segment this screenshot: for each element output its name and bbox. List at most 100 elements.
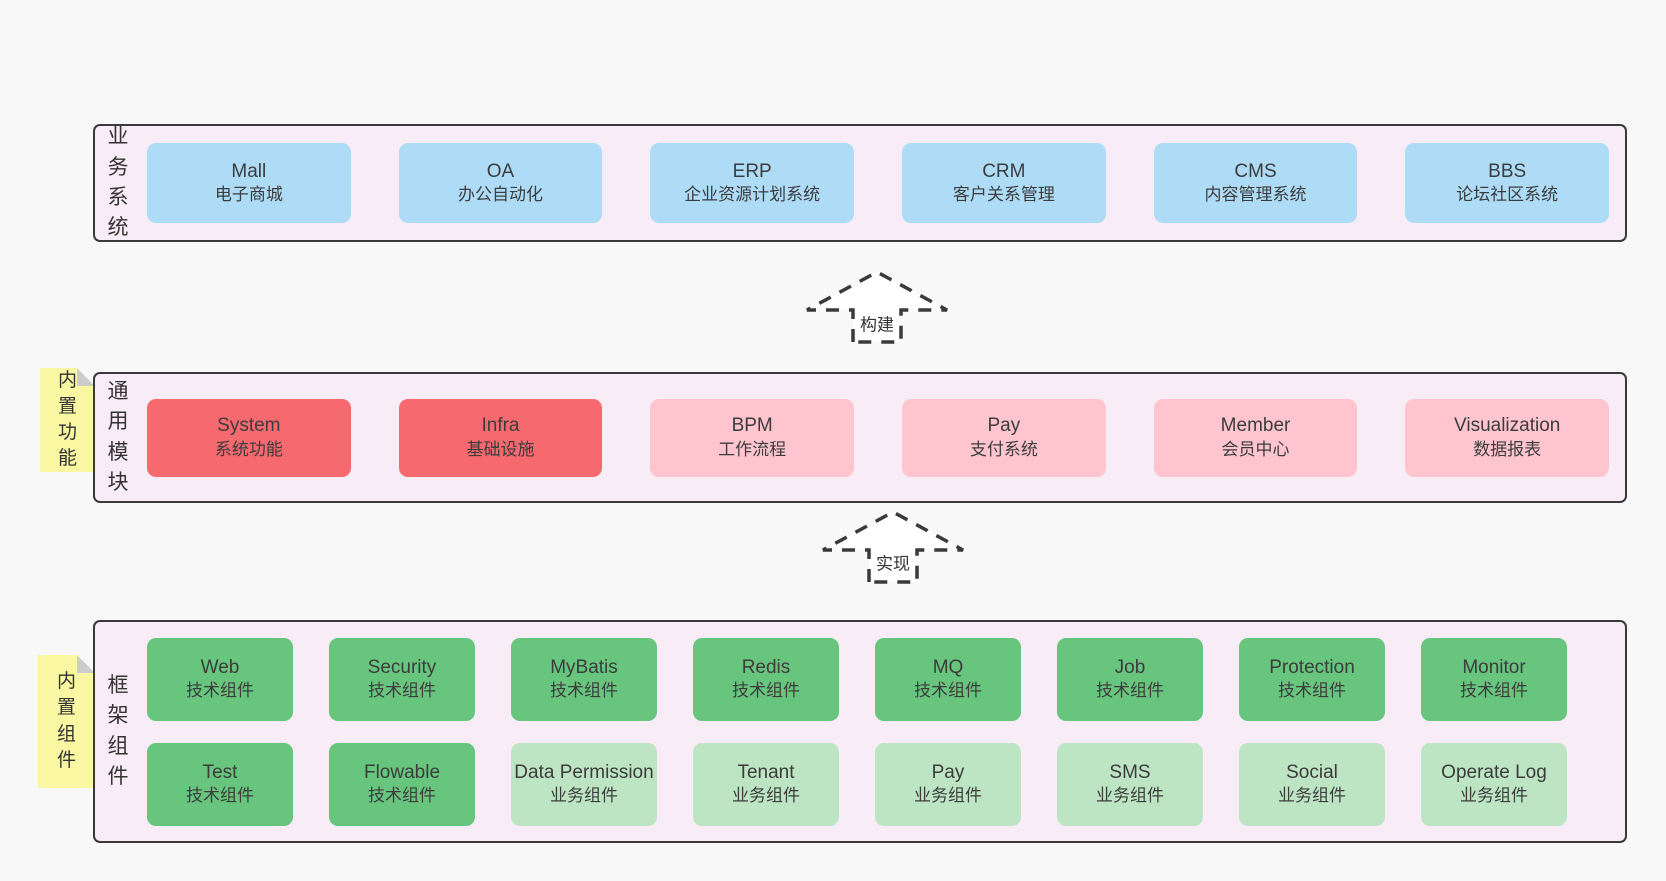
box-tenant: Tenant 业务组件 — [693, 742, 839, 826]
box-subtitle: 电子商城 — [214, 185, 283, 205]
band-label-text: 通用模块 — [107, 379, 129, 494]
sticky-note-built-in-functions: 内置功能 — [40, 368, 95, 472]
box-subtitle: 内容管理系统 — [1204, 185, 1307, 205]
box-subtitle: 系统功能 — [214, 439, 283, 459]
box-title: System — [217, 415, 281, 437]
band-label: 业务系统 — [95, 125, 141, 240]
box-member: Member 会员中心 — [1153, 398, 1358, 477]
box-title: ERP — [732, 160, 772, 182]
box-subtitle: 技术组件 — [1278, 681, 1346, 701]
box-subtitle: 办公自动化 — [458, 185, 543, 205]
box-title: Web — [200, 656, 240, 678]
box-title: Pay — [931, 761, 965, 783]
box-subtitle: 技术组件 — [368, 786, 436, 806]
box-subtitle: 数据报表 — [1473, 439, 1542, 459]
box-social: Social 业务组件 — [1239, 742, 1385, 826]
box-system: System 系统功能 — [147, 398, 351, 477]
box-visualization: Visualization 数据报表 — [1405, 398, 1610, 477]
box-redis: Redis 技术组件 — [693, 637, 839, 721]
box-title: Infra — [481, 415, 520, 437]
box-cms: CMS 内容管理系统 — [1153, 143, 1358, 223]
arrow-label-implement: 实现 — [874, 548, 912, 576]
box-title: BPM — [731, 415, 773, 437]
box-subtitle: 支付系统 — [969, 439, 1038, 459]
band-label-text: 业务系统 — [107, 125, 129, 240]
box-erp: ERP 企业资源计划系统 — [650, 143, 855, 223]
box-pay-component: Pay 业务组件 — [875, 742, 1021, 826]
box-title: Test — [202, 761, 238, 783]
component-row-2: Test 技术组件 Flowable 技术组件 Data Permission … — [147, 742, 1567, 826]
band-framework-components: 框架组件 Web 技术组件 Security 技术组件 MyBatis 技术组件… — [93, 620, 1627, 843]
box-title: Operate Log — [1441, 761, 1547, 783]
box-subtitle: 论坛社区系统 — [1456, 185, 1559, 205]
box-job: Job 技术组件 — [1057, 637, 1203, 721]
box-data-permission: Data Permission 业务组件 — [511, 742, 657, 826]
box-mq: MQ 技术组件 — [875, 637, 1021, 721]
box-title: MQ — [932, 656, 964, 678]
box-subtitle: 基础设施 — [466, 439, 535, 459]
box-infra: Infra 基础设施 — [398, 398, 603, 477]
arrow-label-build: 构建 — [858, 309, 896, 337]
box-subtitle: 技术组件 — [732, 681, 800, 701]
box-title: SMS — [1109, 761, 1151, 783]
box-subtitle: 业务组件 — [914, 786, 982, 806]
up-arrow-build-icon — [806, 270, 948, 344]
box-subtitle: 技术组件 — [186, 681, 254, 701]
sticky-note-text: 内置功能 — [57, 369, 77, 470]
box-subtitle: 客户关系管理 — [952, 185, 1055, 205]
band-content: Mall 电子商城 OA 办公自动化 ERP 企业资源计划系统 CRM 客户关系… — [141, 126, 1625, 240]
box-title: Social — [1286, 761, 1338, 783]
box-subtitle: 会员中心 — [1221, 439, 1290, 459]
box-test: Test 技术组件 — [147, 742, 293, 826]
component-row-1: Web 技术组件 Security 技术组件 MyBatis 技术组件 Redi… — [147, 637, 1567, 721]
box-sms: SMS 业务组件 — [1057, 742, 1203, 826]
box-oa: OA 办公自动化 — [398, 143, 603, 223]
box-title: Visualization — [1454, 415, 1561, 437]
box-flowable: Flowable 技术组件 — [329, 742, 475, 826]
sticky-note-text: 内置组件 — [56, 671, 76, 771]
band-label: 框架组件 — [95, 622, 141, 841]
box-crm: CRM 客户关系管理 — [902, 143, 1106, 223]
box-protection: Protection 技术组件 — [1239, 637, 1385, 721]
box-security: Security 技术组件 — [329, 637, 475, 721]
box-subtitle: 业务组件 — [1460, 786, 1528, 806]
band-business-systems: 业务系统 Mall 电子商城 OA 办公自动化 ERP 企业资源计划系统 CRM… — [93, 124, 1627, 242]
band-label: 通用模块 — [95, 374, 141, 501]
box-mall: Mall 电子商城 — [147, 143, 351, 223]
box-subtitle: 企业资源计划系统 — [684, 185, 821, 205]
band-common-modules: 通用模块 System 系统功能 Infra 基础设施 BPM 工作流程 Pay… — [93, 372, 1627, 503]
band-content: System 系统功能 Infra 基础设施 BPM 工作流程 Pay 支付系统… — [141, 374, 1625, 501]
box-bpm: BPM 工作流程 — [650, 398, 855, 477]
box-title: Pay — [987, 415, 1021, 437]
band-content: Web 技术组件 Security 技术组件 MyBatis 技术组件 Redi… — [141, 622, 1625, 841]
box-bbs: BBS 论坛社区系统 — [1405, 143, 1610, 223]
box-subtitle: 技术组件 — [550, 681, 618, 701]
box-subtitle: 业务组件 — [1096, 786, 1164, 806]
box-subtitle: 技术组件 — [914, 681, 982, 701]
box-subtitle: 技术组件 — [1460, 681, 1528, 701]
box-subtitle: 业务组件 — [732, 786, 800, 806]
box-title: Monitor — [1462, 656, 1526, 678]
box-mybatis: MyBatis 技术组件 — [511, 637, 657, 721]
box-subtitle: 业务组件 — [550, 786, 618, 806]
box-title: Tenant — [737, 761, 795, 783]
box-title: CMS — [1234, 160, 1277, 182]
box-web: Web 技术组件 — [147, 637, 293, 721]
up-arrow-implement-icon — [822, 510, 964, 584]
box-monitor: Monitor 技术组件 — [1421, 637, 1567, 721]
box-title: Security — [367, 656, 437, 678]
box-title: MyBatis — [550, 656, 618, 678]
box-title: Member — [1220, 415, 1291, 437]
box-subtitle: 业务组件 — [1278, 786, 1346, 806]
box-subtitle: 技术组件 — [1096, 681, 1164, 701]
band-label-text: 框架组件 — [107, 673, 129, 788]
box-subtitle: 工作流程 — [718, 439, 787, 459]
box-title: BBS — [1488, 160, 1527, 182]
box-title: OA — [486, 160, 515, 182]
box-title: Mall — [231, 160, 267, 182]
box-subtitle: 技术组件 — [186, 786, 254, 806]
sticky-note-built-in-components: 内置组件 — [38, 655, 95, 788]
box-operate-log: Operate Log 业务组件 — [1421, 742, 1567, 826]
box-title: Flowable — [363, 761, 441, 783]
